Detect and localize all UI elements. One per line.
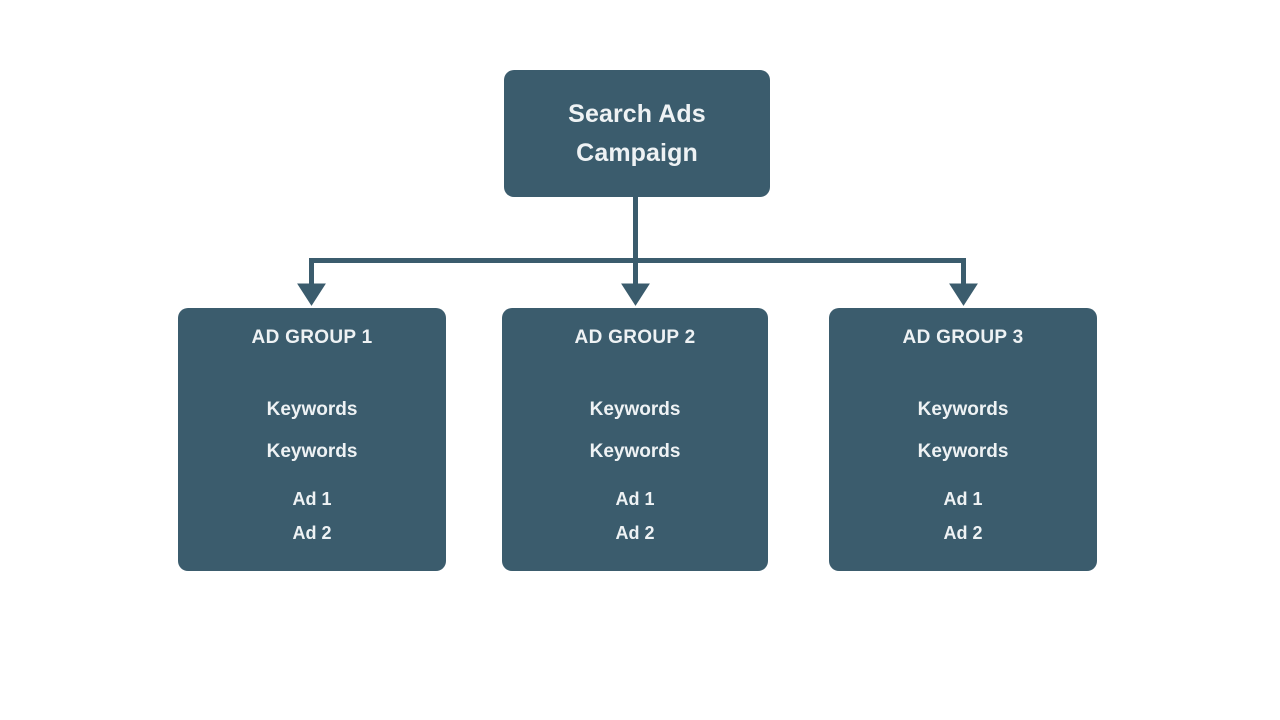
ad-group-3-ad-item: Ad 1	[943, 489, 983, 509]
node-ad-group-2[interactable]: AD GROUP 2 Keywords Keywords Ad 1 Ad 2	[502, 308, 768, 571]
ad-group-1-ad-item: Ad 1	[292, 489, 332, 509]
arrowhead-2	[621, 283, 650, 306]
node-ad-group-3[interactable]: AD GROUP 3 Keywords Keywords Ad 1 Ad 2	[829, 308, 1097, 571]
arrowhead-3	[949, 283, 978, 306]
ad-group-3-ad-item: Ad 2	[943, 523, 983, 543]
ad-group-1-keyword-item: Keywords	[266, 441, 358, 462]
root-title-line-2: Campaign	[576, 138, 698, 167]
ad-group-2-keyword-list: Keywords Keywords	[590, 389, 681, 473]
ad-group-1-ad-list: Ad 1 Ad 2	[292, 482, 331, 550]
arrowhead-1	[297, 283, 326, 306]
ad-group-3-ad-list: Ad 1 Ad 2	[943, 482, 982, 550]
ad-group-2-ad-list: Ad 1 Ad 2	[615, 482, 654, 550]
node-ad-group-1[interactable]: AD GROUP 1 Keywords Keywords Ad 1 Ad 2	[178, 308, 446, 571]
ad-group-3-title: AD GROUP 3	[902, 327, 1024, 348]
ad-group-2-keyword-item: Keywords	[589, 399, 681, 420]
ad-group-1-keyword-list: Keywords Keywords	[267, 389, 358, 473]
ad-group-3-keyword-list: Keywords Keywords	[918, 389, 1009, 473]
ad-group-1-keyword-item: Keywords	[266, 399, 358, 420]
root-title-line-1: Search Ads	[568, 99, 706, 128]
ad-group-2-ad-item: Ad 2	[615, 523, 655, 543]
node-search-ads-campaign[interactable]: Search Ads Campaign	[504, 70, 770, 197]
ad-group-2-keyword-item: Keywords	[589, 441, 681, 462]
ad-group-1-title: AD GROUP 1	[251, 327, 373, 348]
ad-group-1-ad-item: Ad 2	[292, 523, 332, 543]
ad-group-2-title: AD GROUP 2	[574, 327, 696, 348]
ad-group-3-keyword-item: Keywords	[917, 441, 1009, 462]
ad-group-3-keyword-item: Keywords	[917, 399, 1009, 420]
ad-group-2-ad-item: Ad 1	[615, 489, 655, 509]
